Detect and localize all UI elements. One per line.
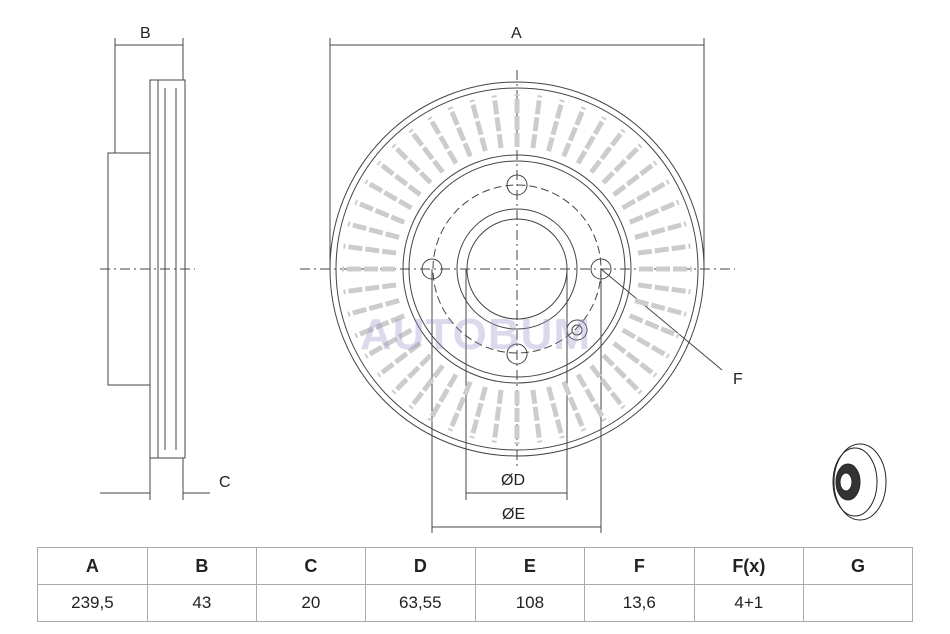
- header-cell: G: [803, 547, 913, 585]
- vent-slot: [354, 313, 406, 339]
- vent-slot: [612, 341, 658, 378]
- vent-slot: [546, 386, 565, 439]
- front-view: [300, 38, 735, 533]
- vent-slot: [376, 341, 422, 378]
- vent-slot: [427, 116, 459, 165]
- vent-slot: [589, 364, 626, 410]
- vent-slot: [343, 243, 397, 256]
- value-cell: 13,6: [584, 584, 695, 622]
- vent-slot: [561, 380, 587, 432]
- thumbnail-3d: [832, 443, 887, 521]
- value-cell: 20: [255, 584, 366, 622]
- vent-slot: [364, 327, 413, 359]
- vent-slot: [634, 221, 687, 240]
- side-view: [100, 38, 210, 500]
- value-cell: 63,55: [364, 584, 476, 622]
- label-d: ØD: [501, 472, 525, 489]
- value-cell: [803, 584, 913, 622]
- vent-slot: [391, 143, 433, 185]
- vent-slot: [343, 282, 397, 295]
- header-cell: D: [364, 547, 476, 585]
- vent-slot: [427, 373, 459, 422]
- watermark: AUTOBUM: [360, 310, 592, 359]
- vent-slot: [637, 282, 691, 295]
- vent-slot: [601, 353, 643, 395]
- vent-slot: [637, 243, 691, 256]
- vent-slot: [530, 95, 543, 149]
- table-row: 239,5 43 20 63,55 108 13,6 4+1: [37, 584, 913, 622]
- dimensions-table: A B C D E F F(x) G 239,5 43 20 63,55 108…: [37, 547, 913, 622]
- value-cell: 239,5: [37, 584, 148, 622]
- table-header-row: A B C D E F F(x) G: [37, 547, 913, 585]
- header-cell: E: [474, 547, 586, 585]
- label-c: C: [219, 474, 231, 491]
- vent-slot: [628, 313, 680, 339]
- vent-slot: [408, 128, 445, 174]
- vent-slot: [491, 389, 504, 443]
- vent-slot: [530, 389, 543, 443]
- vent-slot: [491, 95, 504, 149]
- label-b: B: [140, 25, 151, 42]
- vent-slot: [469, 386, 488, 439]
- vent-slot: [575, 116, 607, 165]
- vent-slot: [589, 128, 626, 174]
- vent-slot: [621, 179, 670, 211]
- value-cell: 108: [474, 584, 586, 622]
- vent-slot: [391, 353, 433, 395]
- vent-slot: [546, 99, 565, 152]
- vent-slot: [575, 373, 607, 422]
- vent-slot: [561, 106, 587, 158]
- vent-slot: [634, 298, 687, 317]
- vent-slot: [621, 327, 670, 359]
- vent-slot: [601, 143, 643, 185]
- vent-slot: [408, 364, 445, 410]
- vent-slot: [447, 106, 473, 158]
- vent-slot: [364, 179, 413, 211]
- value-cell: 43: [146, 584, 257, 622]
- label-f: F: [733, 371, 743, 388]
- vent-slot: [354, 199, 406, 225]
- vent-slot: [628, 199, 680, 225]
- vent-slot: [347, 298, 400, 317]
- label-a: A: [511, 25, 522, 42]
- vent-slot: [376, 160, 422, 197]
- vent-slot: [347, 221, 400, 240]
- vent-slot: [447, 380, 473, 432]
- value-cell: 4+1: [693, 584, 805, 622]
- header-cell: C: [255, 547, 366, 585]
- vent-slot: [469, 99, 488, 152]
- header-cell: F(x): [693, 547, 805, 585]
- label-e: ØE: [502, 506, 526, 523]
- header-cell: F: [584, 547, 695, 585]
- header-cell: A: [37, 547, 148, 585]
- header-cell: B: [146, 547, 257, 585]
- vent-slot: [612, 160, 658, 197]
